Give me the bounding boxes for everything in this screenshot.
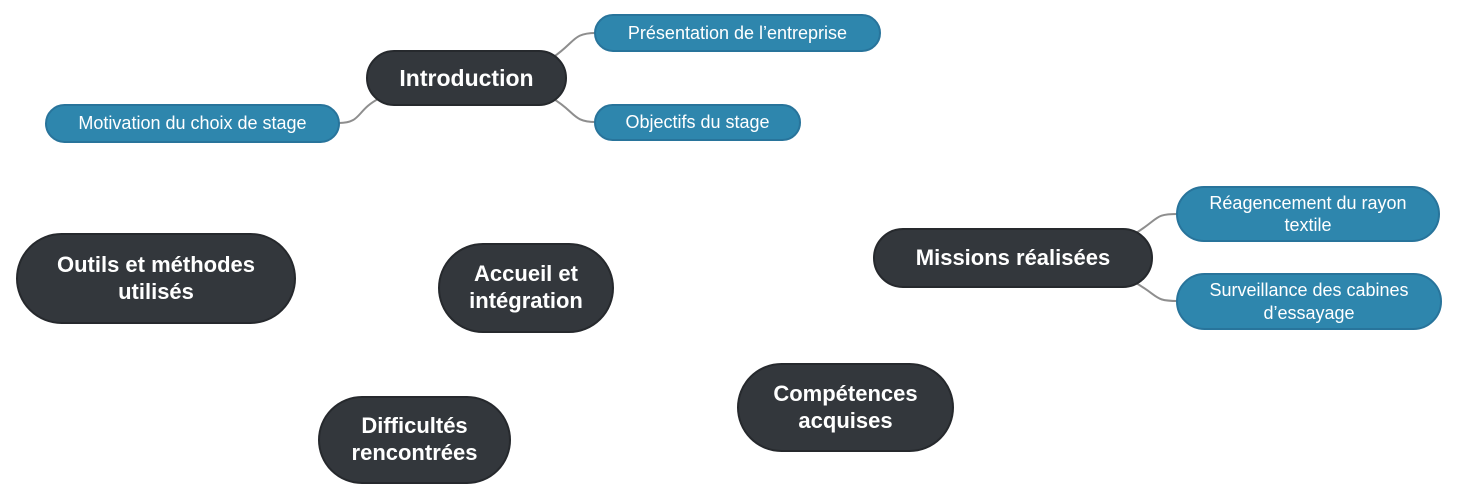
node-label: Outils et méthodes utilisés [56,251,256,304]
connector-missions-surveillance [1135,282,1179,302]
node-surveillance-cabines[interactable]: Surveillance des cabines d’essayage [1176,273,1442,330]
node-accueil-integration[interactable]: Accueil et intégration [438,243,614,333]
connector-missions-reagencement [1135,213,1179,234]
node-label: Objectifs du stage [625,112,770,133]
node-label: Accueil et intégration [469,261,583,313]
node-competences-acquises[interactable]: Compétences acquises [737,363,954,452]
node-label: Réagencement du rayon textile [1209,192,1407,236]
node-missions-realisees[interactable]: Missions réalisées [873,228,1153,288]
node-reagencement-rayon-textile[interactable]: Réagencement du rayon textile [1176,186,1440,242]
connector-introduction-presentation [551,32,597,59]
node-label: Motivation du choix de stage [78,113,307,134]
node-label: Compétences acquises [773,380,918,433]
node-label: Présentation de l’entreprise [627,22,848,43]
node-motivation-choix-stage[interactable]: Motivation du choix de stage [45,104,340,143]
node-presentation-entreprise[interactable]: Présentation de l’entreprise [594,14,881,52]
node-outils-methodes[interactable]: Outils et méthodes utilisés [16,233,296,324]
node-label: Introduction [399,64,534,91]
connector-introduction-motivation [338,97,381,124]
node-label: Difficultés rencontrées [351,413,478,465]
node-objectifs-stage[interactable]: Objectifs du stage [594,104,801,141]
node-label: Surveillance des cabines d’essayage [1209,280,1409,323]
node-introduction[interactable]: Introduction [366,50,567,106]
node-label: Missions réalisées [915,244,1111,270]
connector-introduction-objectifs [551,97,597,123]
node-difficultes-rencontrees[interactable]: Difficultés rencontrées [318,396,511,484]
